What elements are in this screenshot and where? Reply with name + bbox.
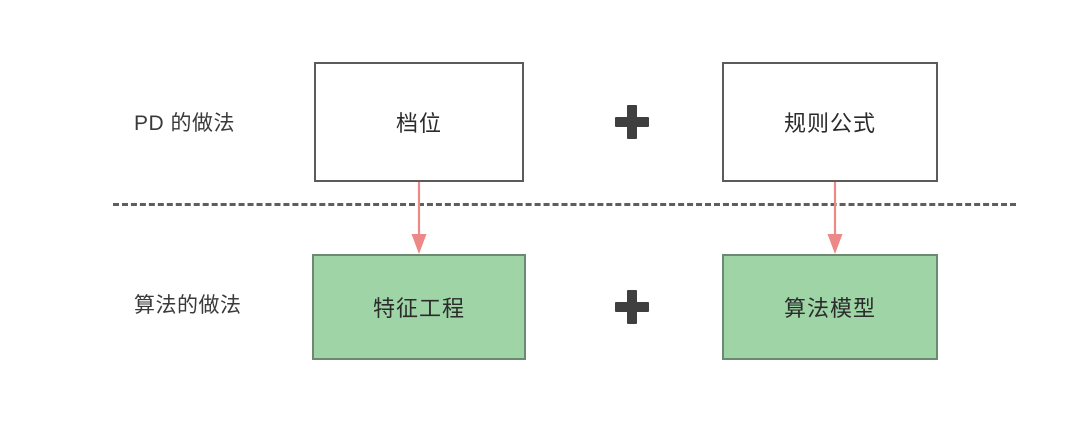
node-tezheng-gongcheng-label: 特征工程 [372,296,465,321]
node-suanfa-moxing[interactable]: 算法模型 [722,254,938,360]
node-suanfa-moxing-label: 算法模型 [783,296,876,321]
section-divider [113,203,1016,206]
plus-icon-bottom [615,290,649,324]
plus-icon-top [615,105,649,139]
node-dangwei[interactable]: 档位 [314,62,524,182]
row-label-algorithm: 算法的做法 [134,294,242,317]
node-guize-gongshi-label: 规则公式 [783,111,876,136]
node-dangwei-label: 档位 [395,111,442,136]
row-label-pd: PD 的做法 [134,112,236,135]
node-guize-gongshi[interactable]: 规则公式 [722,62,938,182]
arrow-guize-to-moxing [827,182,843,254]
node-tezheng-gongcheng[interactable]: 特征工程 [312,254,526,360]
arrow-dangwei-to-tezheng [411,182,427,254]
